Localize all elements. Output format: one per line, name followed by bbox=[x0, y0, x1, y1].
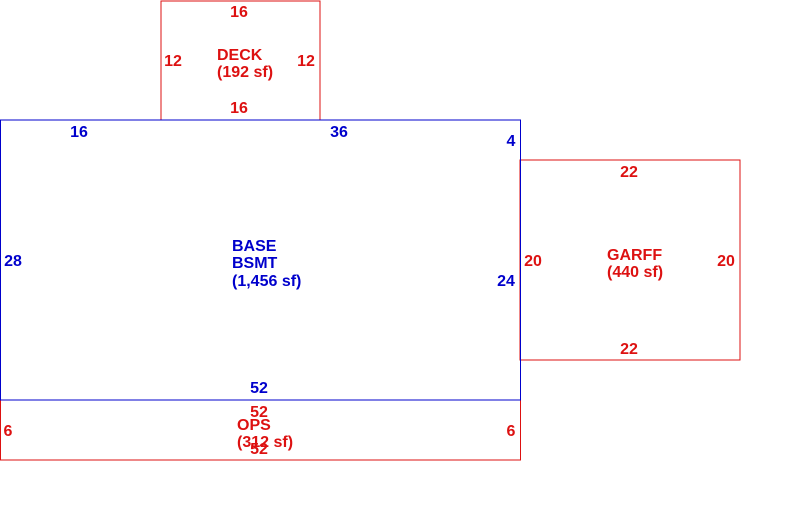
garff-dim-right: 20 bbox=[717, 253, 735, 270]
base-outline bbox=[0, 119, 521, 401]
deck-dim-left: 12 bbox=[164, 53, 182, 70]
base-dim-left: 28 bbox=[4, 253, 22, 270]
base-dim-right-lower: 24 bbox=[497, 273, 515, 290]
base-name-line1: BASE bbox=[232, 238, 277, 255]
deck-area: (192 sf) bbox=[217, 64, 273, 81]
garff-dim-bottom: 22 bbox=[620, 341, 638, 358]
deck-dim-bottom: 16 bbox=[230, 100, 248, 117]
base-dim-bottom: 52 bbox=[250, 380, 268, 397]
deck-name: DECK bbox=[217, 47, 263, 64]
deck-dim-top: 16 bbox=[230, 4, 248, 21]
base-area: (1,456 sf) bbox=[232, 273, 301, 290]
ops-dim-left: 6 bbox=[4, 423, 13, 440]
deck-dim-right: 12 bbox=[297, 53, 315, 70]
garff-dim-top: 22 bbox=[620, 164, 638, 181]
ops-area: (312 sf) bbox=[237, 434, 293, 451]
base-dim-right-upper: 4 bbox=[507, 133, 516, 150]
base-dim-top-right: 36 bbox=[330, 124, 348, 141]
garff-name: GARFF bbox=[607, 247, 662, 264]
ops-dim-bottom: 52 bbox=[250, 441, 268, 458]
base-name-line2: BSMT bbox=[232, 255, 278, 272]
garff-dim-left: 20 bbox=[524, 253, 542, 270]
ops-dim-top: 52 bbox=[250, 404, 268, 421]
base-dim-top-left: 16 bbox=[70, 124, 88, 141]
ops-dim-right: 6 bbox=[507, 423, 516, 440]
ops-name: OPS bbox=[237, 417, 271, 434]
garff-area: (440 sf) bbox=[607, 264, 663, 281]
